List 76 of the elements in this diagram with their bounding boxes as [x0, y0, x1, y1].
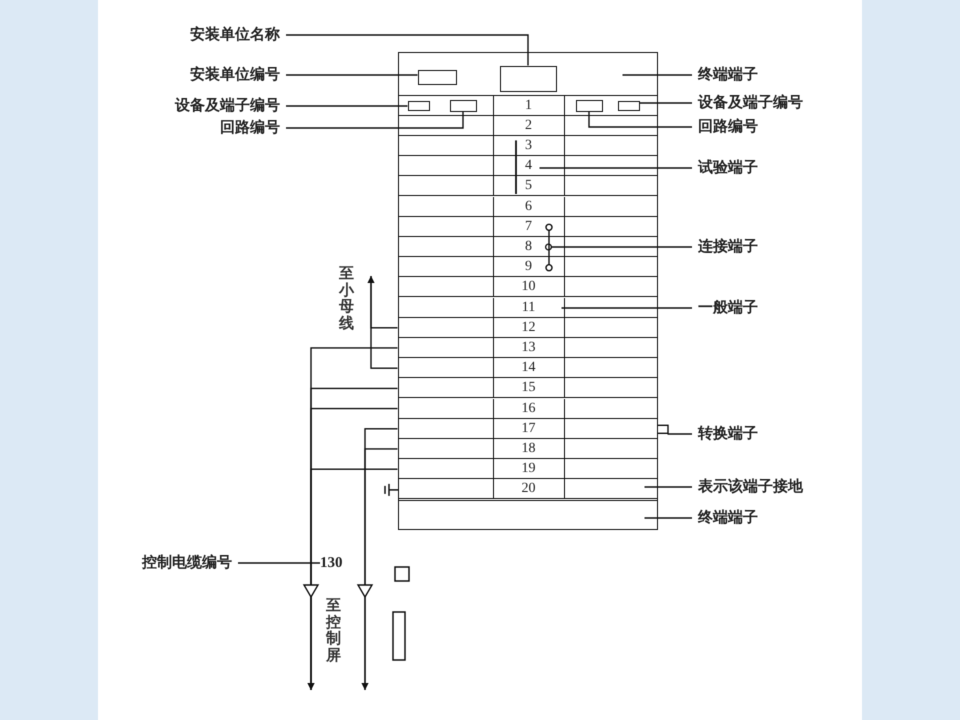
leader-line: [544, 243, 692, 251]
terminal-row: [398, 156, 658, 176]
terminal-number: 17: [492, 418, 564, 438]
callout-label: 一般端子: [698, 299, 758, 317]
terminal-number: 14: [492, 358, 564, 378]
leader-line: [368, 276, 398, 369]
terminal-row: [398, 338, 658, 358]
leader-line: [286, 112, 464, 129]
terminal-row: [398, 398, 658, 419]
marking-box: [418, 70, 456, 84]
callout-label: 安装单位编号: [190, 66, 280, 84]
callout-label: 设备及端子编号: [175, 97, 280, 115]
callout-label: 终端端子: [698, 66, 758, 84]
terminal-number: 2: [492, 116, 564, 135]
marking-box: [500, 66, 556, 92]
terminal-row: [398, 216, 658, 237]
wire-arrow: [308, 468, 398, 690]
callout-label: 控制电缆编号: [142, 554, 232, 572]
terminal-number: 9: [492, 257, 564, 276]
callout-label: 连接端子: [698, 238, 758, 256]
terminal-row: [398, 459, 658, 480]
callout-label: 安装单位名称: [190, 26, 280, 44]
terminal-number: 16: [492, 398, 564, 418]
leader-line: [562, 307, 692, 309]
callout-label: 回路编号: [220, 119, 280, 137]
leader-line: [644, 486, 692, 488]
callout-label: 回路编号: [698, 118, 758, 136]
terminal-number: 18: [492, 438, 564, 458]
terminal-row: [398, 358, 658, 378]
terminal-row: [398, 298, 658, 318]
terminal-strip: [398, 52, 658, 530]
terminal-number: 1: [492, 96, 564, 115]
terminal-row: [398, 96, 658, 116]
terminal-row: [398, 196, 658, 217]
terminal-number: 6: [492, 196, 564, 216]
terminal-number: 15: [492, 378, 564, 398]
terminal-row: [398, 479, 658, 500]
terminal-row: [398, 236, 658, 258]
leader-line: [588, 112, 692, 128]
leader-line: [286, 34, 529, 66]
terminal-row: [398, 257, 658, 278]
callout-label: 终端端子: [698, 509, 758, 527]
terminal-number: 8: [492, 236, 564, 256]
callout-label: 130: [320, 554, 342, 572]
terminal-row: [398, 277, 658, 298]
direction-label: 至控制屏: [326, 598, 341, 664]
leader-line: [238, 562, 320, 564]
leader-line: [668, 433, 692, 435]
leader-line: [644, 517, 692, 519]
leader-line: [286, 74, 418, 76]
terminal-row: [398, 438, 658, 460]
terminal-row: [398, 418, 658, 439]
terminal-number: 12: [492, 318, 564, 337]
direction-label: 至小母线: [339, 266, 354, 332]
terminal-number: 11: [492, 298, 564, 317]
leader-line: [640, 102, 692, 104]
terminal-number: 3: [492, 136, 564, 156]
terminal-number: 4: [492, 156, 564, 176]
terminal-number: 19: [492, 459, 564, 478]
leader-line: [286, 105, 408, 107]
terminal-row: [398, 318, 658, 338]
callout-label: 试验端子: [698, 159, 758, 177]
terminal-number: 5: [492, 176, 564, 196]
callout-label: 表示该端子接地: [698, 478, 803, 496]
terminal-number: 20: [492, 479, 564, 498]
terminal-number: 13: [492, 338, 564, 358]
terminal-number: 10: [492, 277, 564, 296]
terminal-row: [398, 136, 658, 156]
terminal-row: [398, 116, 658, 136]
leader-line: [540, 167, 692, 169]
callout-label: 设备及端子编号: [698, 94, 803, 112]
terminal-row: [398, 378, 658, 398]
leader-line: [622, 74, 692, 76]
terminal-row: [398, 176, 658, 196]
callout-label: 转换端子: [698, 425, 758, 443]
terminal-number: 7: [492, 216, 564, 236]
